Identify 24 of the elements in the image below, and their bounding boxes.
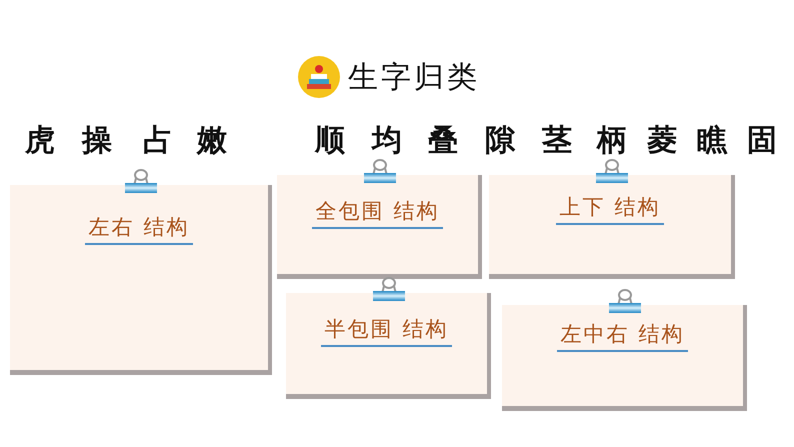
- note-card: [489, 175, 735, 279]
- character: 均: [372, 123, 402, 159]
- card-heading: 左中右 结构: [556, 320, 688, 352]
- character: 嫩: [197, 123, 227, 159]
- note-card: [10, 185, 272, 375]
- character: 固: [747, 123, 777, 159]
- note-card: [502, 305, 747, 411]
- character: 占: [143, 123, 173, 159]
- note-card: [286, 293, 491, 399]
- card-heading: 左右 结构: [84, 213, 194, 245]
- character: 操: [82, 123, 112, 159]
- character: 茎: [542, 123, 572, 159]
- note-card: [277, 175, 482, 279]
- character: 菱: [647, 123, 677, 159]
- character: 瞧: [697, 123, 727, 159]
- character: 叠: [428, 123, 458, 159]
- character: 隙: [485, 123, 515, 159]
- character: 顺: [315, 123, 345, 159]
- character: 虎: [25, 123, 55, 159]
- title: 生字归类: [348, 59, 480, 97]
- card-heading: 全包围 结构: [312, 197, 444, 229]
- card-heading: 半包围 结构: [320, 315, 452, 347]
- character: 柄: [597, 123, 627, 159]
- card-heading: 上下 结构: [556, 193, 664, 225]
